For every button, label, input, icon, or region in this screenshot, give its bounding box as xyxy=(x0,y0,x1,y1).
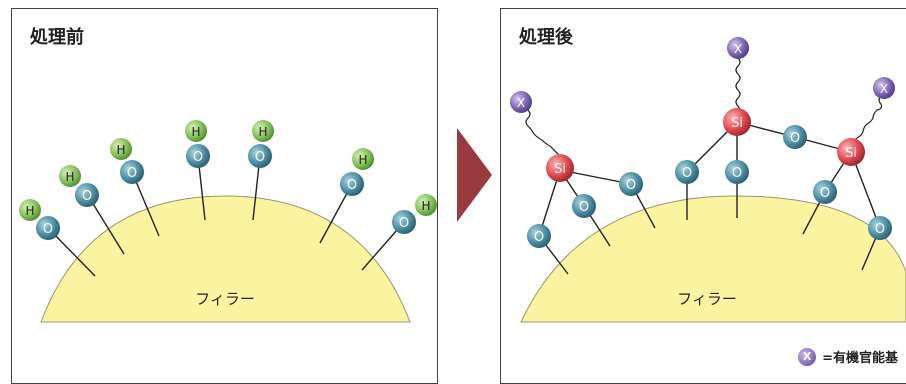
svg-text:Si: Si xyxy=(845,146,857,161)
h-atom xyxy=(352,148,374,170)
svg-text:X: X xyxy=(880,82,888,96)
svg-text:O: O xyxy=(579,200,589,215)
svg-text:H: H xyxy=(258,125,267,139)
svg-text:O: O xyxy=(820,186,830,201)
o-atom-after-4: O xyxy=(675,160,699,184)
svg-text:O: O xyxy=(82,189,92,204)
legend: X =有機官能基 xyxy=(798,347,898,366)
svg-text:X: X xyxy=(734,42,742,56)
hydroxyl-5: H O xyxy=(248,120,274,168)
svg-text:Si: Si xyxy=(731,116,743,131)
linkers xyxy=(525,57,883,165)
filler-dome-before xyxy=(40,195,411,323)
si-atom-left: Si xyxy=(546,154,574,182)
o-atom-after-8: O xyxy=(868,216,892,240)
h-atom xyxy=(415,194,437,216)
after-title: 処理後 xyxy=(519,27,573,48)
h-atom xyxy=(59,165,81,187)
h-atom xyxy=(185,120,207,142)
o-atom-after-2: O xyxy=(572,194,596,218)
h-atom xyxy=(252,120,274,142)
h-atom xyxy=(19,199,41,221)
x-atom-right: X xyxy=(873,77,895,99)
svg-text:O: O xyxy=(399,216,409,231)
svg-text:O: O xyxy=(790,131,800,146)
svg-text:O: O xyxy=(127,166,137,181)
process-arrow xyxy=(457,128,492,222)
svg-text:O: O xyxy=(732,166,742,181)
o-atom-after-5: O xyxy=(725,160,749,184)
legend-text: =有機官能基 xyxy=(822,351,898,366)
o-atom-after-7: O xyxy=(813,180,837,204)
hydroxyl-4: H O xyxy=(185,120,210,168)
hydroxyl-7: H O xyxy=(392,194,437,234)
svg-text:O: O xyxy=(534,230,544,245)
o-atom xyxy=(186,144,210,168)
o-atom xyxy=(36,216,60,240)
svg-text:H: H xyxy=(25,204,34,218)
x-atom-top: X xyxy=(727,37,749,59)
o-atom xyxy=(248,144,272,168)
before-title: 処理前 xyxy=(30,27,84,48)
o-atom xyxy=(392,210,416,234)
legend-x-icon: X xyxy=(798,347,817,366)
svg-text:Si: Si xyxy=(554,162,566,177)
svg-text:H: H xyxy=(358,153,367,167)
svg-text:O: O xyxy=(347,178,357,193)
o-atom xyxy=(340,172,364,196)
svg-text:X: X xyxy=(517,96,525,110)
hydroxyl-1: H O xyxy=(19,199,60,240)
hydroxyl-3: H O xyxy=(110,138,144,184)
svg-text:O: O xyxy=(255,150,265,165)
svg-text:H: H xyxy=(116,143,125,157)
o-atom-after-3: O xyxy=(619,172,643,196)
svg-text:H: H xyxy=(191,125,200,139)
si-atom-center: Si xyxy=(723,108,751,136)
svg-text:O: O xyxy=(193,150,203,165)
svg-text:H: H xyxy=(421,199,430,213)
svg-text:O: O xyxy=(626,178,636,193)
svg-text:O: O xyxy=(43,222,53,237)
o-atom-after-1: O xyxy=(527,224,551,248)
si-atom-right: Si xyxy=(837,138,865,166)
svg-text:O: O xyxy=(875,222,885,237)
x-atom-left: X xyxy=(510,91,532,113)
filler-dome-after xyxy=(520,195,906,323)
filler-label-before: フィラー xyxy=(195,290,255,308)
h-atom xyxy=(110,138,132,160)
diagram-canvas: フィラー H O H O H O H O H O xyxy=(19,37,906,323)
hydroxyl-6: H O xyxy=(340,148,374,196)
hydroxyl-2: H O xyxy=(59,165,99,207)
o-atom-after-6: O xyxy=(783,125,807,149)
o-atom xyxy=(120,160,144,184)
svg-text:O: O xyxy=(682,166,692,181)
o-atom xyxy=(75,183,99,207)
svg-text:H: H xyxy=(65,170,74,184)
filler-label-after: フィラー xyxy=(677,290,737,308)
